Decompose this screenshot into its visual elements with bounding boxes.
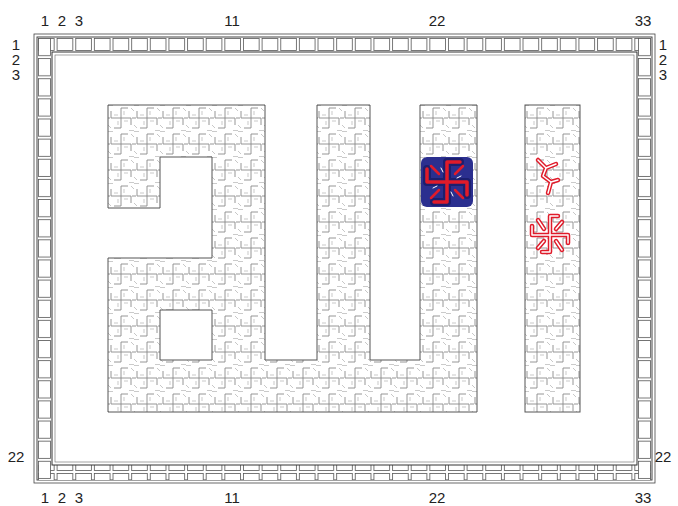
highlight-tile: [421, 157, 473, 207]
kufic-alif: [525, 105, 580, 412]
frame: [37, 37, 652, 480]
grid-number: 2: [659, 52, 667, 67]
motif-line: [532, 216, 568, 252]
grid-strip: [637, 37, 652, 480]
grid-number: 11: [224, 490, 240, 505]
grid-number: 1: [41, 490, 49, 505]
grid-strip: [37, 465, 652, 480]
tile-ground: [421, 157, 473, 207]
frame-outer: [34, 34, 655, 483]
grid-strip: [37, 37, 52, 480]
grid-strip: [37, 37, 652, 52]
grid-number: 22: [655, 449, 672, 464]
motif-line: [532, 216, 568, 252]
grid-number: 3: [75, 490, 83, 505]
grid-number: 3: [12, 67, 20, 82]
grid-number: 22: [8, 449, 25, 464]
grid-number: 33: [635, 490, 652, 505]
kufic-letters: [108, 105, 477, 412]
tile-arm: [427, 162, 467, 202]
grid-number: 1: [12, 37, 20, 52]
grid-number: 2: [58, 13, 66, 28]
red-motif: [532, 160, 568, 252]
motif-line: [538, 160, 558, 193]
grid-number: 2: [58, 490, 66, 505]
tile-arm: [433, 168, 461, 196]
grid-number: 2: [12, 52, 20, 67]
inner-border: [52, 52, 637, 465]
grid-number: 22: [429, 13, 446, 28]
grid-number: 22: [429, 490, 446, 505]
grid-number: 33: [635, 13, 652, 28]
grid-number: 3: [659, 67, 667, 82]
grid-number: 11: [224, 13, 240, 28]
grid-number: 1: [659, 37, 667, 52]
tile-arm: [431, 166, 463, 198]
tile-arm: [427, 162, 467, 202]
grid-number: 3: [75, 13, 83, 28]
motif-line: [538, 160, 558, 193]
inner-border: [55, 55, 634, 462]
grid-number: 1: [41, 13, 49, 28]
